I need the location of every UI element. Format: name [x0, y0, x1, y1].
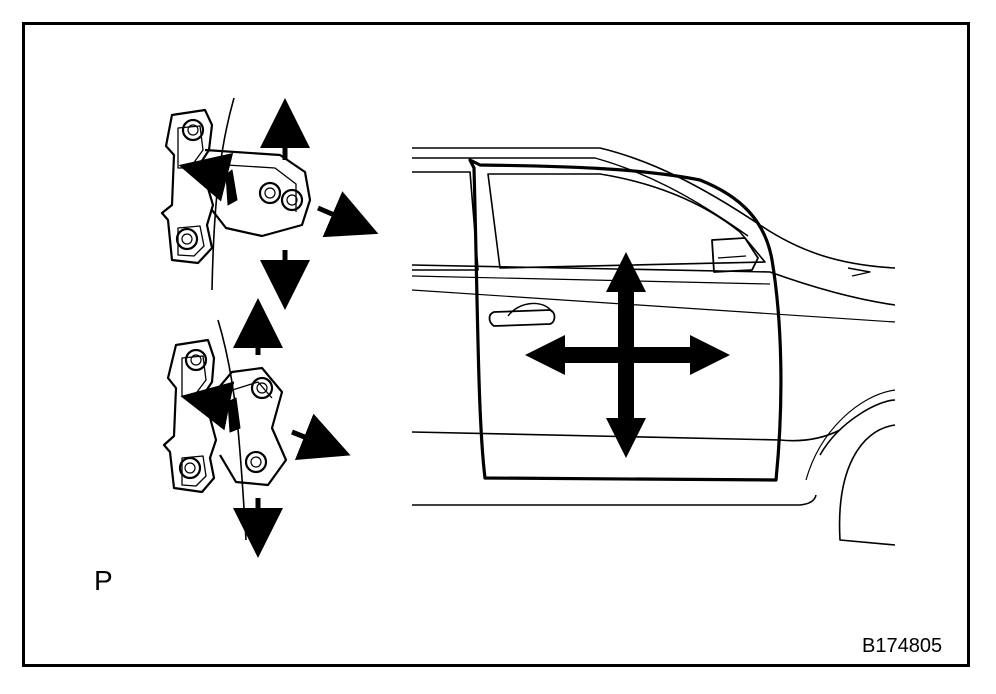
- lower-hinge-arrows: [180, 298, 351, 558]
- arrow-inward-icon: [178, 153, 234, 202]
- upper-hinge: [160, 97, 312, 291]
- lower-hinge: [162, 319, 288, 541]
- car-body: [411, 147, 896, 546]
- arrow-inward-icon: [180, 381, 236, 431]
- arrow-outward-icon: [317, 191, 379, 238]
- upper-hinge-arrows: [178, 98, 379, 310]
- figure-code: B174805: [862, 635, 943, 657]
- view-label: P: [94, 565, 113, 596]
- arrow-outward-icon: [291, 413, 351, 461]
- door-adjust-cross-arrow-icon: [525, 252, 730, 458]
